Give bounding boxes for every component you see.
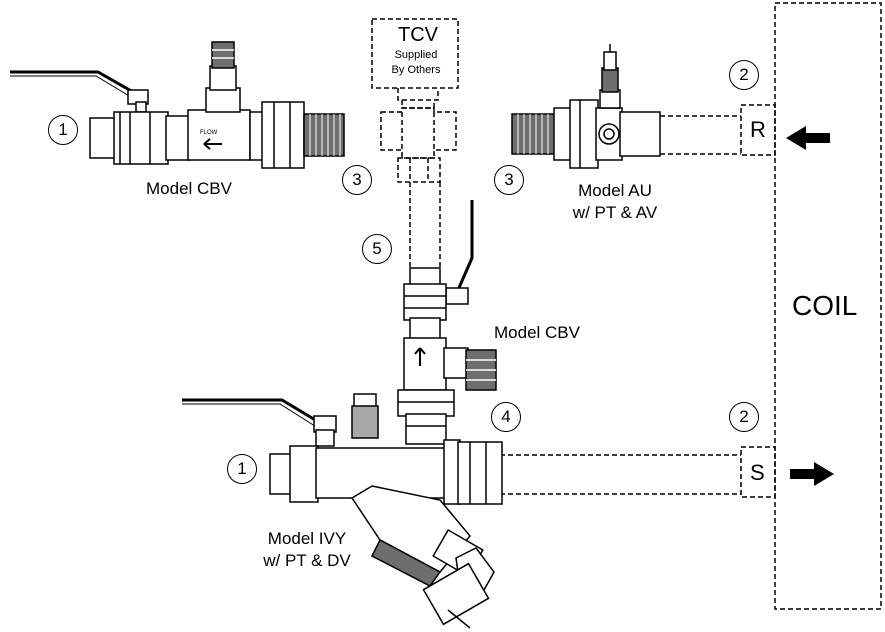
coil-box: [774, 2, 882, 610]
ivy-valve: [182, 393, 503, 629]
model-cbv-top-label: Model CBV: [146, 179, 232, 198]
model-ivy-line1: Model IVY: [267, 529, 347, 548]
tcv-subtitle-1: Supplied: [394, 49, 438, 61]
cbv-top-valve: [10, 41, 345, 169]
model-au-label: Model AU w/ PT & AV: [560, 180, 670, 224]
tcv-box: [371, 18, 459, 89]
callout-1-top: 1: [48, 115, 78, 145]
return-arrow-icon: [786, 126, 830, 150]
model-cbv-mid-label: Model CBV: [494, 323, 580, 342]
callout-3-right: 3: [494, 165, 524, 195]
model-au-line1: Model AU: [578, 181, 652, 200]
return-box: [740, 104, 776, 156]
model-au-line2: w/ PT & AV: [572, 203, 658, 222]
supply-label: S: [750, 460, 765, 485]
coil-label: COIL: [792, 290, 858, 321]
callout-4: 4: [491, 402, 521, 432]
return-label: R: [750, 117, 766, 142]
tcv-subtitle-2: By Others: [391, 64, 441, 76]
supply-arrow-icon: [790, 462, 834, 486]
flow-mark-top: FLOW: [200, 130, 218, 136]
cbv-mid-valve: [397, 200, 497, 445]
au-fitting: [511, 44, 661, 169]
supply-box: [740, 446, 776, 498]
callout-1-bottom: 1: [227, 454, 257, 484]
tcv-title: TCV: [398, 24, 438, 46]
callout-2-bottom: 2: [729, 402, 759, 432]
callout-2-top: 2: [729, 60, 759, 90]
callout-5: 5: [362, 234, 392, 264]
callout-3-left: 3: [342, 165, 372, 195]
model-ivy-line2: w/ PT & DV: [263, 551, 351, 570]
model-ivy-label: Model IVY w/ PT & DV: [252, 528, 362, 572]
